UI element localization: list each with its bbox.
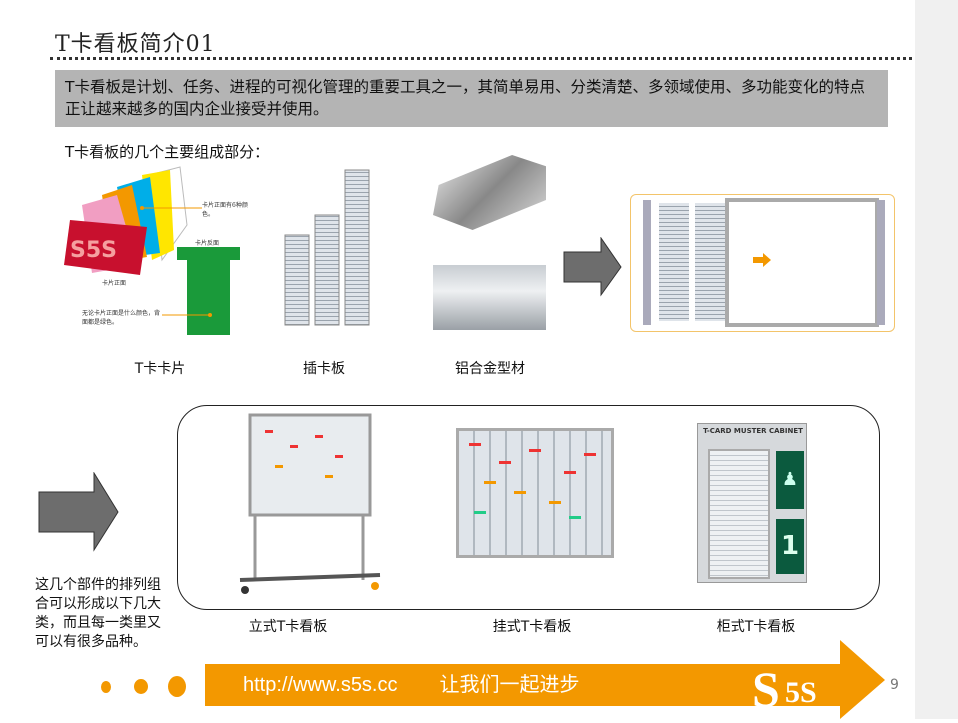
component-label: 铝合金型材 bbox=[455, 361, 525, 377]
footer-bar: http://www.s5s.cc 让我们一起进步 bbox=[205, 664, 845, 706]
svg-text:5S: 5S bbox=[785, 676, 817, 709]
components-heading: T卡看板的几个主要组成部分： bbox=[65, 143, 270, 161]
wall-board-image bbox=[456, 428, 614, 558]
side-strip bbox=[915, 0, 958, 719]
cabinet-image: T-CARD MUSTER CABINET ♟ 1 bbox=[697, 423, 807, 583]
types-box bbox=[177, 405, 880, 610]
cabinet-header: T-CARD MUSTER CABINET bbox=[703, 427, 803, 435]
t-card-image: S5S 卡片正面有6种颜色。 卡片反面 卡片正面 无论卡片正面是什么颜色，背面都… bbox=[62, 165, 262, 345]
footer-dot bbox=[134, 679, 148, 694]
footer-url[interactable]: http://www.s5s.cc bbox=[243, 674, 398, 696]
aluminium-profile-image bbox=[433, 155, 546, 230]
arrow-right-icon bbox=[563, 237, 622, 297]
component-label: T卡卡片 bbox=[134, 361, 186, 377]
svg-text:S5S: S5S bbox=[70, 238, 117, 263]
type-label: 挂式T卡看板 bbox=[492, 619, 572, 635]
type-label: 立式T卡看板 bbox=[248, 619, 328, 635]
aluminium-frame-photo bbox=[433, 265, 546, 330]
standing-board-image bbox=[235, 410, 385, 605]
assembled-board-image bbox=[630, 194, 895, 332]
arrow-right-icon bbox=[38, 472, 119, 552]
component-label: 插卡板 bbox=[303, 361, 345, 377]
cabinet-number: 1 bbox=[776, 519, 804, 574]
front-label: 卡片正面 bbox=[102, 280, 127, 287]
s5s-logo: S 5S bbox=[740, 640, 885, 719]
front-colors-note: 卡片正面有6种颜色。 bbox=[202, 202, 248, 218]
types-note: 这几个部件的排列组合可以形成以下几大类，而且每一类里又可以有很多品种。 bbox=[35, 577, 161, 650]
title-divider bbox=[50, 57, 912, 60]
back-label: 卡片反面 bbox=[195, 240, 220, 247]
slide-title: T卡看板简介01 bbox=[55, 32, 216, 57]
intro-box: T卡看板是计划、任务、进程的可视化管理的重要工具之一，其简单易用、分类清楚、多领… bbox=[55, 70, 888, 127]
svg-text:S: S bbox=[752, 661, 780, 717]
card-board-image bbox=[280, 165, 375, 330]
back-note: 无论卡片正面是什么颜色，背面都是绿色。 bbox=[82, 310, 161, 326]
footer-dot bbox=[168, 676, 186, 697]
footer-slogan: 让我们一起进步 bbox=[439, 674, 580, 696]
footer-dot bbox=[101, 681, 111, 693]
type-label: 柜式T卡看板 bbox=[716, 619, 796, 635]
page-number: 9 bbox=[890, 677, 899, 693]
